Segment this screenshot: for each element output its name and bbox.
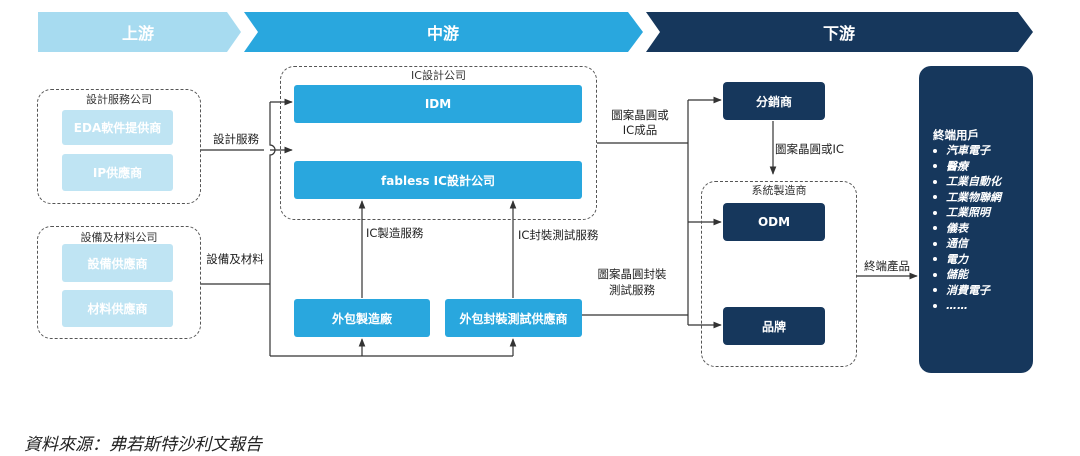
- wafer-packaging-label-line2: 測試服務: [609, 283, 655, 297]
- material-supplier-box: 材料供應商: [62, 290, 173, 327]
- design-services-group-title: 設計服務公司: [86, 93, 152, 106]
- osat-box: 外包封裝測試供應商: [445, 299, 582, 337]
- list-item: 儀表: [933, 221, 1001, 237]
- bullet-icon: [933, 303, 937, 308]
- list-item: 醫療: [933, 159, 1001, 175]
- list-item: 汽車電子: [933, 143, 1001, 159]
- ic-packaging-testing-label: IC封裝測試服務: [518, 228, 599, 242]
- bullet-icon: [933, 226, 937, 231]
- brand-box: 品牌: [723, 307, 825, 345]
- end-users-panel: 終端用戶 汽車電子 醫療 工業自動化 工業物聯網 工業照明 儀表 通信 電力 儲…: [919, 66, 1033, 373]
- system-manufacturer-group: [701, 181, 857, 367]
- design-services-group: [37, 89, 201, 204]
- wafer-or-ic-short-label: 圖案晶圓或IC: [775, 142, 844, 156]
- design-services-label: 設計服務: [213, 132, 259, 146]
- upstream-stage-arrow: [38, 12, 241, 52]
- bullet-icon: [933, 195, 937, 200]
- list-item: 工業自動化: [933, 174, 1001, 190]
- bullet-icon: [933, 179, 937, 184]
- system-manufacturer-group-title: 系統製造商: [751, 184, 807, 197]
- list-item: 工業照明: [933, 205, 1001, 221]
- list-item: ……: [933, 298, 1001, 314]
- equipment-materials-group-title: 設備及材料公司: [80, 231, 158, 244]
- midstream-stage-label: 中游: [426, 24, 459, 43]
- fabless-ic-design-box: fabless IC設計公司: [294, 161, 582, 199]
- bullet-icon: [933, 272, 937, 277]
- list-item: 通信: [933, 236, 1001, 252]
- bullet-icon: [933, 257, 937, 262]
- ic-design-group: [280, 66, 597, 220]
- end-products-label: 終端產品: [864, 259, 910, 273]
- list-item: 工業物聯網: [933, 190, 1001, 206]
- downstream-stage-label: 下游: [822, 24, 855, 43]
- foundry-box: 外包製造廠: [294, 299, 430, 337]
- ic-manufacturing-services-label: IC製造服務: [366, 226, 424, 240]
- distributor-box: 分銷商: [723, 82, 825, 120]
- bullet-icon: [933, 164, 937, 169]
- source-note: 資料來源：弗若斯特沙利文報告: [24, 435, 262, 455]
- wafer-or-ic-label-line1: 圖案晶圓或: [611, 108, 669, 122]
- ip-provider-box: IP供應商: [62, 154, 173, 191]
- wafer-packaging-label-line1: 圖案晶圓封裝: [597, 267, 667, 281]
- end-users-list: 汽車電子 醫療 工業自動化 工業物聯網 工業照明 儀表 通信 電力 儲能 消費電…: [933, 143, 1001, 314]
- bullet-icon: [933, 210, 937, 215]
- stage-header: [38, 12, 1033, 52]
- equipment-materials-group: [37, 226, 201, 339]
- bullet-icon: [933, 148, 937, 153]
- idm-box: IDM: [294, 85, 582, 123]
- end-users-title: 終端用戶: [933, 128, 979, 142]
- equipment-materials-label: 設備及材料: [206, 252, 264, 266]
- equipment-supplier-box: 設備供應商: [62, 244, 173, 282]
- eda-software-provider-box: EDA軟件提供商: [62, 110, 173, 145]
- midstream-stage-arrow: [244, 12, 643, 52]
- bullet-icon: [933, 241, 937, 246]
- odm-box: ODM: [723, 203, 825, 241]
- list-item: 電力: [933, 252, 1001, 268]
- ic-design-group-title: IC設計公司: [411, 69, 466, 82]
- list-item: 消費電子: [933, 283, 1001, 299]
- list-item: 儲能: [933, 267, 1001, 283]
- upstream-stage-label: 上游: [121, 24, 154, 43]
- wafer-or-ic-label-line2: IC成品: [622, 123, 658, 137]
- downstream-stage-arrow: [646, 12, 1033, 52]
- bullet-icon: [933, 288, 937, 293]
